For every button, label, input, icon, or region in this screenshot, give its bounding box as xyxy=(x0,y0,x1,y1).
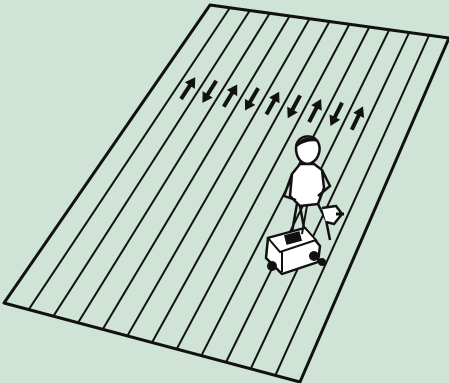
arrow-down-icon xyxy=(287,95,300,118)
mowing-stripes xyxy=(29,8,429,376)
arrow-down-icon xyxy=(202,81,216,103)
stripe-line xyxy=(251,33,409,369)
stripe-line xyxy=(103,16,290,329)
stripe-line xyxy=(127,19,309,336)
arrow-up-icon xyxy=(181,77,195,99)
arrow-down-icon xyxy=(245,88,258,110)
stripe-line xyxy=(29,8,230,310)
arrow-down-icon xyxy=(330,103,343,126)
lawn-mower-icon xyxy=(266,194,326,274)
arrow-up-icon xyxy=(352,106,364,129)
arrow-up-icon xyxy=(309,99,322,122)
lawn-outline xyxy=(4,5,449,382)
arrow-up-icon xyxy=(266,92,279,115)
stripe-line xyxy=(53,11,250,317)
arrow-up-icon xyxy=(224,84,238,106)
